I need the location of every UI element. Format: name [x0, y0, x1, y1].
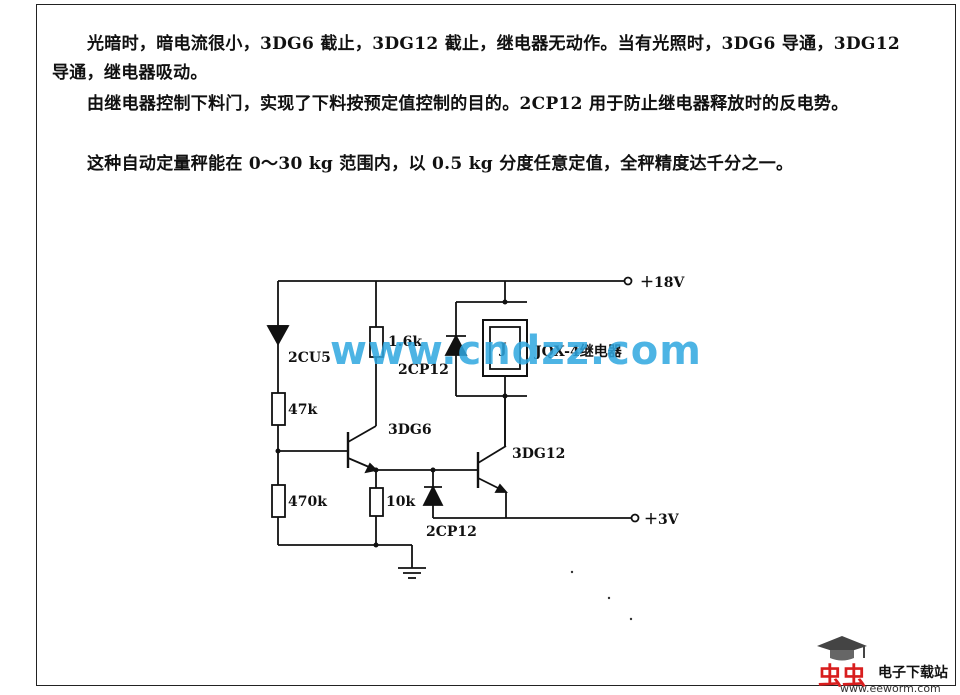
label-3v: ＋3V: [644, 512, 680, 528]
resistor-10k: [369, 487, 384, 517]
label-2cp12-bottom: 2CP12: [426, 524, 477, 540]
logo-main-text: 虫虫: [818, 662, 866, 690]
logo-sub-text: 电子下载站: [878, 665, 948, 681]
graduation-cap-icon: [817, 636, 867, 661]
relay-coil-inner: [489, 326, 521, 370]
paragraph-2: 由继电器控制下料门，实现了下料按预定值控制的目的。2CP12 用于防止继电器释放…: [87, 94, 849, 114]
label-18v: ＋18V: [640, 275, 685, 291]
resistor-470k: [271, 484, 286, 518]
node-dot-relay-bottom: [502, 393, 508, 399]
watermark: www.cndzz.com: [330, 328, 702, 374]
transistor-3dg6-collector: [347, 425, 377, 443]
node-dot-ground: [373, 542, 379, 548]
label-1-6k: 1.6k: [388, 334, 422, 350]
label-relay-j: J: [498, 341, 507, 357]
logo-url-text: www.eeworm.com: [840, 682, 941, 695]
label-2cp12-top: 2CP12: [398, 362, 449, 378]
label-relay: JQX-4继电器: [533, 343, 623, 360]
speck-3: [629, 617, 633, 621]
transistor-3dg12-arrow: [494, 483, 508, 493]
diode-2cp12-bottom-body: [422, 484, 444, 506]
node-dot-emitter: [373, 467, 379, 473]
diode-2cu5-body: [266, 325, 290, 346]
label-47k: 47k: [288, 402, 317, 418]
paragraph-3: 这种自动定量秤能在 0～30 kg 范围内，以 0.5 kg 分度任意定值，全秤…: [87, 154, 794, 174]
node-dot-diode: [430, 467, 436, 473]
node-dot-relay-top: [502, 299, 508, 305]
site-logo: 虫虫 电子下载站 www.eeworm.com: [800, 632, 960, 695]
label-470k: 470k: [288, 494, 327, 510]
resistor-47k: [271, 392, 286, 426]
paragraph-1: 光暗时，暗电流很小，3DG6 截止，3DG12 截止，继电器无动作。当有光照时，…: [52, 34, 900, 83]
speck-2: [607, 596, 611, 600]
label-2cu5: 2CU5: [288, 350, 331, 366]
label-10k: 10k: [386, 494, 415, 510]
page-frame: [36, 4, 956, 686]
label-3dg12: 3DG12: [512, 446, 565, 462]
node-dot-left: [275, 448, 281, 454]
speck-1: [570, 570, 574, 574]
terminal-18v: [623, 276, 633, 286]
terminal-3v: [630, 513, 640, 523]
transistor-3dg12-collector: [477, 445, 507, 464]
label-3dg6: 3DG6: [388, 422, 432, 438]
